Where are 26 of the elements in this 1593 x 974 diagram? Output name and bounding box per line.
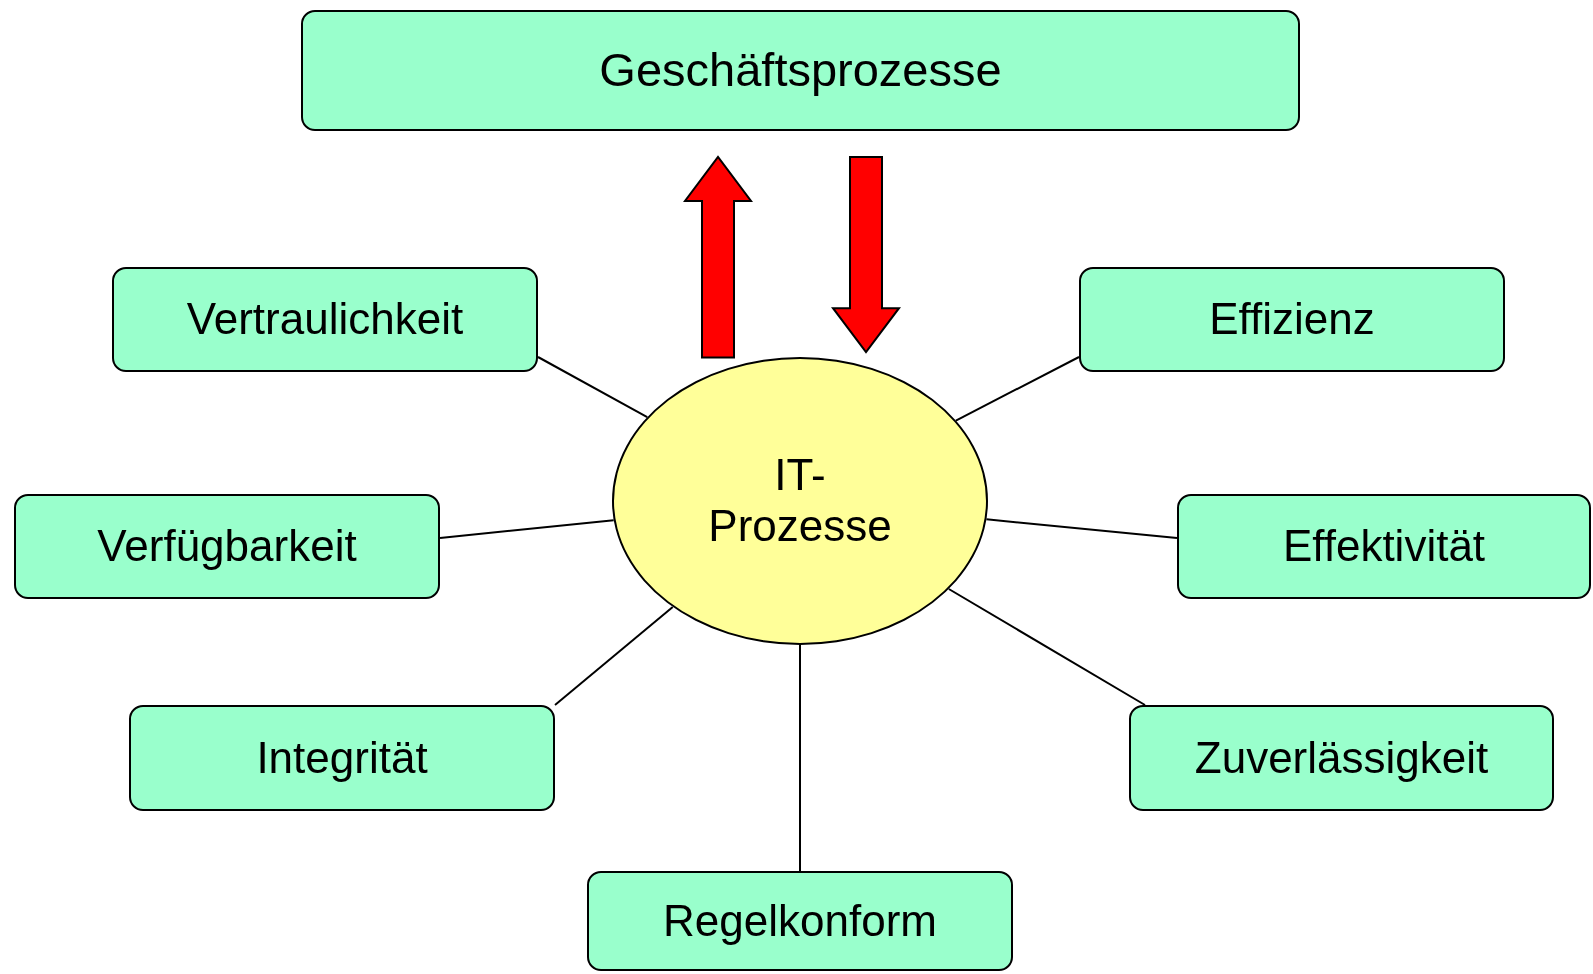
node-label: Regelkonform [663,895,937,947]
block-arrow [831,156,901,354]
process-box [1079,267,1505,372]
process-box [587,871,1013,971]
connector-line [985,518,1178,539]
node-label: Vertraulichkeit [186,294,464,345]
process-box [112,267,538,372]
process-box [129,705,555,811]
node-label: Zuverlässigkeit [1194,732,1489,784]
node-label: Effektivität [1282,521,1486,572]
connector-line [799,644,801,872]
process-box [1177,494,1591,599]
process-box [1129,705,1554,811]
node-label: Effizienz [1209,294,1375,345]
node-label: Geschäftsprozesse [599,43,1002,98]
process-box [14,494,440,599]
node-label: IT- Prozesse [707,450,893,552]
node-label: Verfügbarkeit [97,521,357,572]
connector-line [439,519,615,539]
connector-line [537,356,649,419]
connector-line [554,606,674,706]
process-box [301,10,1300,131]
node-label: Integrität [256,732,428,784]
connector-line [954,356,1080,422]
connector-line [947,588,1146,706]
block-arrow [683,155,753,359]
